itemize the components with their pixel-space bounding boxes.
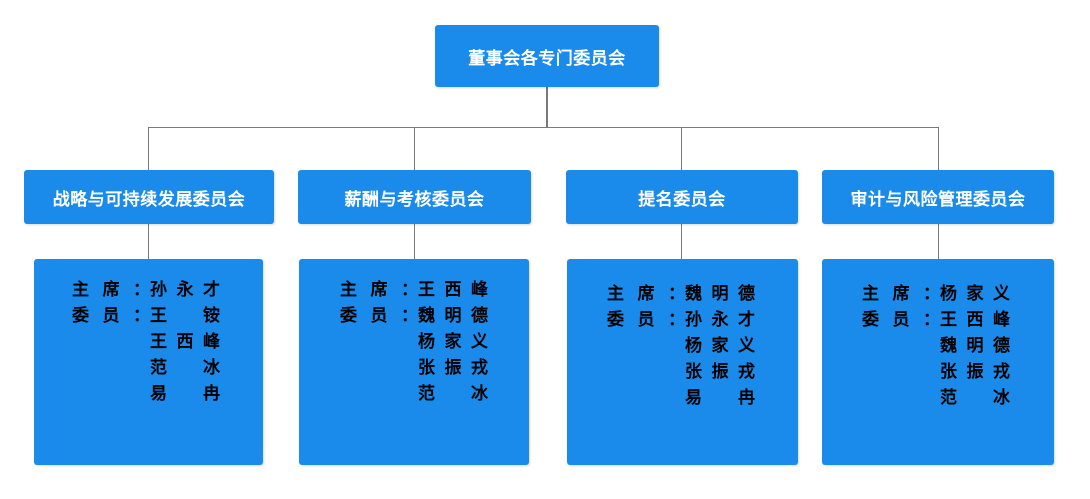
root-title: 董事会各专门委员会 — [468, 48, 626, 69]
chair-label: 主席： — [72, 280, 150, 300]
member-name: 易冉 — [685, 388, 755, 408]
committee-title: 薪酬与考核委员会 — [344, 189, 485, 210]
chair-label: 主席： — [340, 280, 418, 300]
member-name: 王铵 — [150, 306, 220, 326]
committee-title-box-2: 薪酬与考核委员会 — [298, 170, 531, 224]
committee-members-box-1 — [34, 259, 263, 465]
committee-title-box-3: 提名委员会 — [566, 170, 798, 224]
member-name: 王西峰 — [940, 310, 1010, 330]
member-name: 范冰 — [150, 358, 220, 378]
member-name: 范冰 — [940, 388, 1010, 408]
member-names: 王铵王西峰范冰易冉 — [150, 303, 220, 407]
member-list-4: 主席：杨家义委员：王西峰魏明德张振戎范冰 — [862, 281, 1010, 411]
chair-label: 主席： — [862, 284, 940, 304]
member-name: 王西峰 — [150, 332, 220, 352]
member-name: 易冉 — [150, 384, 220, 404]
root-connector — [546, 86, 548, 128]
member-name: 范冰 — [418, 384, 488, 404]
chair-label: 主席： — [607, 284, 685, 304]
committee-title: 战略与可持续发展委员会 — [52, 189, 246, 210]
committee-title: 提名委员会 — [638, 189, 726, 210]
detail-connector-2 — [414, 224, 415, 259]
member-name: 杨家义 — [685, 336, 755, 356]
branch-connector-4 — [938, 127, 939, 170]
branch-connector-3 — [681, 127, 682, 170]
member-names: 王西峰魏明德张振戎范冰 — [940, 307, 1010, 411]
committee-title-box-4: 审计与风险管理委员会 — [822, 170, 1054, 224]
member-list-2: 主席：王西峰委员：魏明德杨家义张振戎范冰 — [340, 277, 488, 407]
member-list-3: 主席：魏明德委员：孙永才杨家义张振戎易冉 — [607, 281, 755, 411]
committee-members-box-4 — [822, 259, 1054, 465]
committee-members-box-3 — [567, 259, 798, 465]
chair-name: 王西峰 — [418, 280, 488, 300]
chair-name: 杨家义 — [940, 284, 1010, 304]
member-name: 孙永才 — [685, 310, 755, 330]
committee-members-box-2 — [299, 259, 529, 465]
member-name: 张振戎 — [940, 362, 1010, 382]
branch-connector-2 — [414, 127, 415, 170]
member-name: 张振戎 — [685, 362, 755, 382]
member-name: 魏明德 — [418, 306, 488, 326]
detail-connector-3 — [681, 224, 682, 259]
chair-name: 魏明德 — [685, 284, 755, 304]
detail-connector-4 — [938, 224, 939, 259]
member-label: 委员： — [72, 306, 150, 326]
committee-title-box-1: 战略与可持续发展委员会 — [24, 170, 274, 224]
branch-connector-1 — [148, 127, 149, 170]
member-name: 杨家义 — [418, 332, 488, 352]
member-name: 张振戎 — [418, 358, 488, 378]
committee-title: 审计与风险管理委员会 — [850, 189, 1026, 210]
detail-connector-1 — [148, 224, 149, 259]
member-names: 魏明德杨家义张振戎范冰 — [418, 303, 488, 407]
member-label: 委员： — [340, 306, 418, 326]
member-names: 孙永才杨家义张振戎易冉 — [685, 307, 755, 411]
chair-name: 孙永才 — [150, 280, 220, 300]
member-label: 委员： — [607, 310, 685, 330]
member-label: 委员： — [862, 310, 940, 330]
member-name: 魏明德 — [940, 336, 1010, 356]
horizontal-connector — [148, 127, 939, 128]
root-box: 董事会各专门委员会 — [435, 25, 659, 87]
member-list-1: 主席：孙永才委员：王铵王西峰范冰易冉 — [72, 277, 220, 407]
